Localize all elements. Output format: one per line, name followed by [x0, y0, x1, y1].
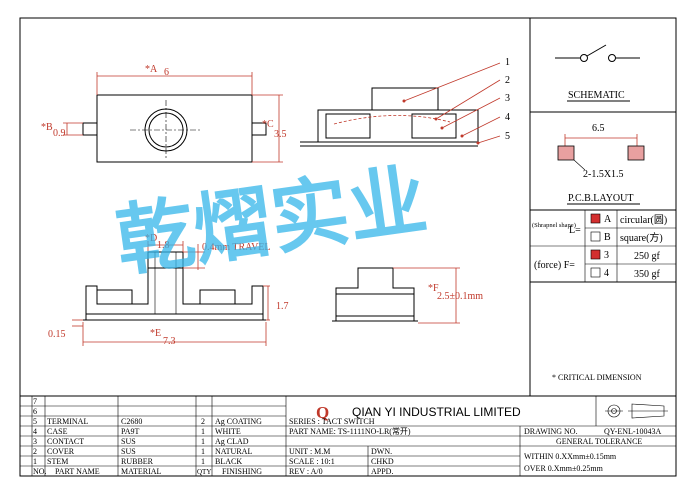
dim-b-label: *B: [41, 122, 53, 133]
option-a-box: A: [604, 214, 612, 225]
option-350-checkbox: [590, 267, 601, 278]
company-name: QIAN YI INDUSTRIAL LIMITED: [352, 405, 521, 419]
scale-label: SCALE : 10:1: [289, 457, 335, 466]
bom-row-4-finish: WHITE: [215, 427, 241, 436]
balloon-2: 2: [505, 75, 510, 86]
bom-header-finishing: FINISHING: [222, 467, 262, 476]
bom-row-3-material: SUS: [121, 437, 136, 446]
option-b-box: B: [604, 232, 611, 243]
tolerance-within: WITHIN 0.XXmm±0.15mm: [524, 452, 617, 461]
bom-header-qty: QTY: [197, 468, 211, 476]
unit-label: UNIT : M.M: [289, 447, 330, 456]
bom-row-4-part: CASE: [47, 427, 68, 436]
shrapnel-label: (Shrapnel shape): [532, 222, 576, 229]
dwn-label: DWN.: [371, 447, 392, 456]
bom-header-no: NO.: [33, 467, 47, 476]
bom-row-5-part: TERMINAL: [47, 417, 88, 426]
option-a-value: circular(圆): [620, 214, 667, 226]
bom-row-2-no: 2: [33, 447, 37, 456]
bom-row-4-qty: 1: [201, 427, 205, 436]
bom-row-1-material: RUBBER: [121, 457, 154, 466]
front-view: *D 1.8 0.4mm TRAVEL 1.7 *E 7.3 0.15: [48, 233, 289, 347]
travel-label: 0.4mm TRAVEL: [202, 242, 271, 253]
company-logo: Q: [316, 403, 329, 422]
dim-f-label: *F: [428, 283, 439, 294]
appd-label: APPD.: [371, 467, 393, 476]
dim-a-label: *A: [145, 64, 158, 75]
option-350-value: 350 gf: [634, 269, 661, 280]
bom-row-4-no: 4: [33, 427, 37, 436]
dim-thickness-value: 0.15: [48, 329, 66, 340]
side-view: *F 2.5±0.1mm: [332, 267, 483, 324]
dim-b-value: 0.9: [53, 128, 66, 139]
pcb-layout-panel: 6.5 2-1.5X1.5 P.C.B.LAYOUT: [557, 123, 645, 205]
option-b-checkbox: [590, 231, 601, 242]
bom-row-7-no: 7: [33, 397, 37, 406]
dim-d-label: *D: [145, 233, 157, 244]
schematic-title: SCHEMATIC: [568, 90, 625, 101]
bom-row-1-qty: 1: [201, 457, 205, 466]
balloon-5: 5: [505, 131, 510, 142]
pcb-layout-title: P.C.B.LAYOUT: [568, 193, 633, 204]
dim-a-value: 6: [164, 67, 169, 78]
projection-symbol-icon: [605, 403, 668, 419]
option-350-box: 4: [604, 268, 609, 279]
bom-row-5-no: 5: [33, 417, 37, 426]
bom-row-3-qty: 1: [201, 437, 205, 446]
bom-row-3-part: CONTACT: [47, 437, 84, 446]
chkd-label: CHKD: [371, 457, 394, 466]
pcb-pitch-value: 6.5: [592, 123, 605, 134]
drawing-no-value: QY-ENL-10043A: [604, 427, 662, 436]
bom-table: 7 6 5 TERMINAL C2680 2 Ag COATING 4 CASE…: [20, 396, 287, 476]
series-label: SERIES : TACT SWITCH: [289, 417, 375, 426]
balloon-1: 1: [505, 57, 510, 68]
option-250-value: 250 gf: [634, 251, 661, 262]
bom-row-1-part: STEM: [47, 457, 68, 466]
options-panel: (Shrapnel shape) L= (force) F= A circula…: [530, 210, 676, 282]
shrapnel-eq: L=: [569, 225, 581, 236]
dim-e-label: *E: [150, 328, 161, 339]
tolerance-over: OVER 0.Xmm±0.25mm: [524, 464, 604, 473]
sheet-border: [19, 17, 677, 477]
top-view: *A 6 *B 0.9 *C 3.5: [41, 64, 287, 163]
title-block: Q QIAN YI INDUSTRIAL LIMITED SERIES : TA…: [286, 396, 676, 476]
bom-row-3-no: 3: [33, 437, 37, 446]
bom-row-6-no: 6: [33, 407, 37, 416]
rev-label: REV : A/0: [289, 467, 323, 476]
dim-e-value: 7.3: [163, 336, 176, 347]
bom-row-2-finish: NATURAL: [215, 447, 252, 456]
side-section-view: 1 2 3 4 5: [300, 57, 510, 147]
option-250-checkbox: [590, 249, 601, 260]
bom-header-part: PART NAME: [55, 467, 100, 476]
bom-row-2-part: COVER: [47, 447, 75, 456]
bom-row-5-qty: 2: [201, 417, 205, 426]
option-b-value: square(方): [620, 231, 663, 244]
bom-row-5-material: C2680: [121, 417, 142, 426]
drawing-no-label: DRAWING NO.: [524, 427, 578, 436]
dim-height-value: 1.7: [276, 301, 289, 312]
pcb-pad-size: 2-1.5X1.5: [583, 169, 624, 180]
bom-row-2-qty: 1: [201, 447, 205, 456]
bom-row-1-no: 1: [33, 457, 37, 466]
dim-d-value: 1.8: [157, 240, 170, 251]
dim-f-value: 2.5±0.1mm: [437, 291, 483, 302]
option-250-box: 3: [604, 250, 609, 261]
schematic-panel: SCHEMATIC: [555, 44, 640, 102]
force-label: (force) F=: [534, 260, 575, 271]
bom-row-4-material: PA9T: [121, 427, 139, 436]
balloon-4: 4: [505, 112, 510, 123]
bom-header-material: MATERIAL: [121, 467, 162, 476]
bom-row-3-finish: Ag CLAD: [215, 437, 249, 446]
general-tolerance-label: GENERAL TOLERANCE: [556, 437, 642, 446]
bom-row-2-material: SUS: [121, 447, 136, 456]
balloon-3: 3: [505, 93, 510, 104]
bom-row-5-finish: Ag COATING: [215, 417, 262, 426]
dim-c-value: 3.5: [274, 129, 287, 140]
bom-row-1-finish: BLACK: [215, 457, 242, 466]
option-a-checkbox: [590, 213, 601, 224]
part-name-label: PART NAME: TS-1111NO-LR(常开): [289, 427, 411, 436]
critical-dimension-note: * CRITICAL DIMENSION: [552, 373, 642, 382]
dim-c-label: *C: [262, 119, 274, 130]
